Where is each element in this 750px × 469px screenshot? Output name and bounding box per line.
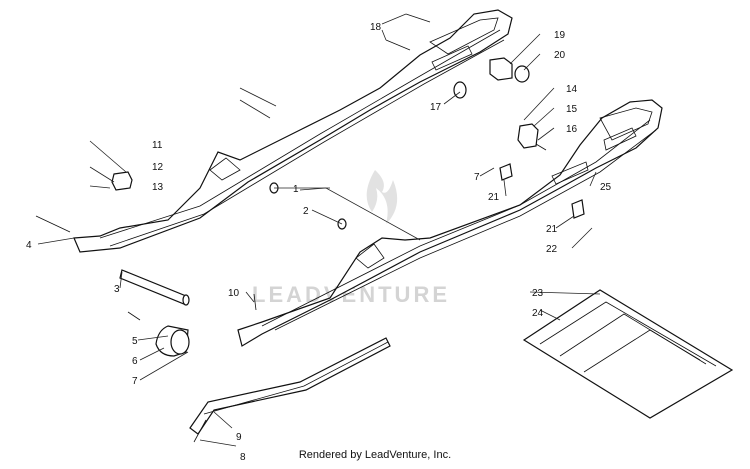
callout-2: 2 [303,206,309,217]
left-rail [73,9,513,253]
callout-3: 3 [114,284,120,295]
callout-14: 14 [566,84,578,95]
callout-21b: 21 [546,224,558,235]
leader-lines [37,13,601,447]
callout-10: 10 [228,288,240,299]
callout-18: 18 [370,22,382,33]
block-11-12 [111,171,133,191]
callout-19: 19 [554,30,566,41]
callout-8: 8 [240,452,246,463]
callout-6: 6 [132,356,138,367]
callout-25: 25 [600,182,612,193]
callout-16: 16 [566,124,578,135]
callout-20: 20 [554,50,566,61]
callout-11: 11 [152,140,163,151]
callout-23: 23 [532,288,544,299]
callout-13: 13 [152,182,164,193]
track-section [522,289,734,419]
callout-17: 17 [430,102,442,113]
fasteners [35,13,547,443]
footer-credit: Rendered by LeadVenture, Inc. [298,449,452,461]
callout-labels: 1 2 3 4 5 6 7 7 8 9 10 11 12 13 14 15 16… [26,22,612,463]
wear-strip [189,337,391,435]
callout-1: 1 [293,184,299,195]
block-14-15 [517,123,539,149]
callout-12: 12 [152,162,164,173]
wheel [155,325,190,357]
callout-24: 24 [532,308,544,319]
callout-9: 9 [236,432,242,443]
cross-shaft [119,269,190,306]
callout-21: 21 [488,192,500,203]
callout-15: 15 [566,104,578,115]
block-19-20 [489,57,530,83]
bracket-21 [499,163,585,219]
callout-7: 7 [132,376,138,387]
callout-22: 22 [546,244,558,255]
callout-5: 5 [132,336,138,347]
callout-7b: 7 [474,172,480,183]
right-rail [237,99,663,347]
callout-4: 4 [26,240,32,251]
